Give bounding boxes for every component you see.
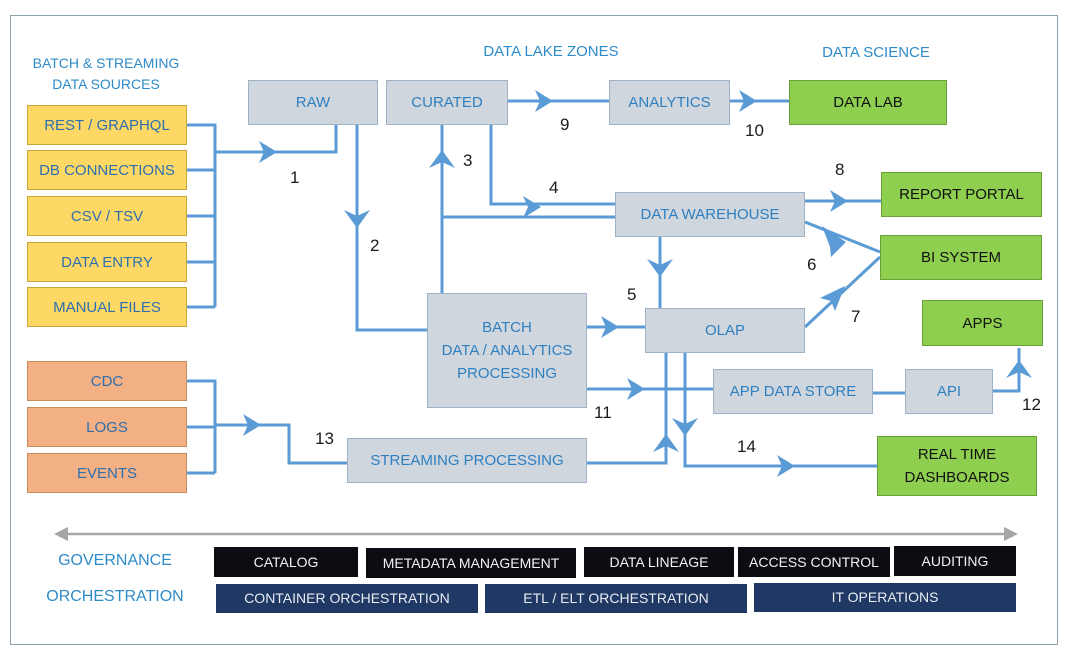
source-csv-tsv[interactable]: CSV / TSV [27,196,187,236]
flow-chevron [344,210,370,228]
flow-chevron [820,286,845,311]
flow-chevron [777,455,795,477]
stream-cdc[interactable]: CDC [27,361,187,401]
streaming-processing[interactable]: STREAMING PROCESSING [347,438,587,483]
gov-auditing[interactable]: AUDITING [894,546,1016,576]
orc-etl-elt[interactable]: ETL / ELT ORCHESTRATION [485,584,747,613]
gov-catalog[interactable]: CATALOG [214,547,358,577]
flow-chevron [647,259,673,277]
flow-chevron [601,316,619,338]
real-time-dashboards[interactable]: REAL TIME DASHBOARDS [877,436,1037,496]
lake-zones-header: DATA LAKE ZONES [483,43,619,60]
bi-system[interactable]: BI SYSTEM [880,235,1042,280]
source-rest-graphql[interactable]: REST / GRAPHQL [27,105,187,145]
flow-number-4: 4 [549,178,559,197]
gov-access-control[interactable]: ACCESS CONTROL [738,547,890,577]
governance-label: GOVERNANCE [58,552,172,569]
gov-metadata-management[interactable]: METADATA MANAGEMENT [366,548,576,578]
flow-number-7: 7 [851,307,861,326]
zone-curated[interactable]: CURATED [386,80,508,125]
source-manual-files[interactable]: MANUAL FILES [27,287,187,327]
wire [186,379,217,475]
gov-data-lineage[interactable]: DATA LINEAGE [584,547,734,577]
source-data-entry[interactable]: DATA ENTRY [27,242,187,282]
stream-logs[interactable]: LOGS [27,407,187,447]
flow-chevron [429,150,455,168]
stream-events[interactable]: EVENTS [27,453,187,493]
orc-it-operations[interactable]: IT OPERATIONS [754,583,1016,612]
flow-number-3: 3 [463,151,473,170]
wire [355,125,427,332]
data-warehouse[interactable]: DATA WAREHOUSE [615,192,805,237]
batch-processing[interactable]: BATCH DATA / ANALYTICS PROCESSING [427,293,587,408]
wire [186,123,217,309]
zone-raw[interactable]: RAW [248,80,378,125]
flow-chevron [830,190,848,212]
timeline-arrow [54,527,1018,541]
sources-header: BATCH & STREAMING DATA SOURCES [32,55,180,92]
flow-chevron [523,196,541,218]
flow-chevron [822,226,846,257]
flow-number-9: 9 [560,115,570,134]
wire [215,125,338,154]
olap[interactable]: OLAP [645,308,805,353]
flow-chevron [243,414,261,436]
api[interactable]: API [905,369,993,414]
wire [489,125,615,206]
flow-chevron [672,418,698,436]
flow-chevron [259,141,277,163]
diagram-frame [10,15,1058,645]
flow-number-2: 2 [370,236,380,255]
apps[interactable]: APPS [922,300,1043,346]
flow-chevron [1006,360,1032,378]
flow-number-14: 14 [737,437,756,456]
wire [683,353,877,468]
flow-number-10: 10 [745,121,764,140]
report-portal[interactable]: REPORT PORTAL [881,172,1042,217]
app-data-store[interactable]: APP DATA STORE [713,369,873,414]
flow-number-1: 1 [290,168,300,187]
flow-number-13: 13 [315,429,334,448]
flow-chevron [739,90,757,112]
flow-chevron [535,90,553,112]
flow-chevron [627,378,645,400]
source-db-connections[interactable]: DB CONNECTIONS [27,150,187,190]
orchestration-label: ORCHESTRATION [46,588,184,605]
flow-number-11: 11 [594,403,612,422]
data-science-header: DATA SCIENCE [822,44,930,61]
orc-container[interactable]: CONTAINER ORCHESTRATION [216,584,478,613]
zone-analytics[interactable]: ANALYTICS [609,80,730,125]
wire [587,353,668,465]
wire [804,220,881,254]
flow-number-6: 6 [807,255,817,274]
flow-chevron [653,434,679,452]
flow-number-8: 8 [835,160,845,179]
flow-number-12: 12 [1022,395,1041,414]
data-lab[interactable]: DATA LAB [789,80,947,125]
flow-number-5: 5 [627,285,637,304]
